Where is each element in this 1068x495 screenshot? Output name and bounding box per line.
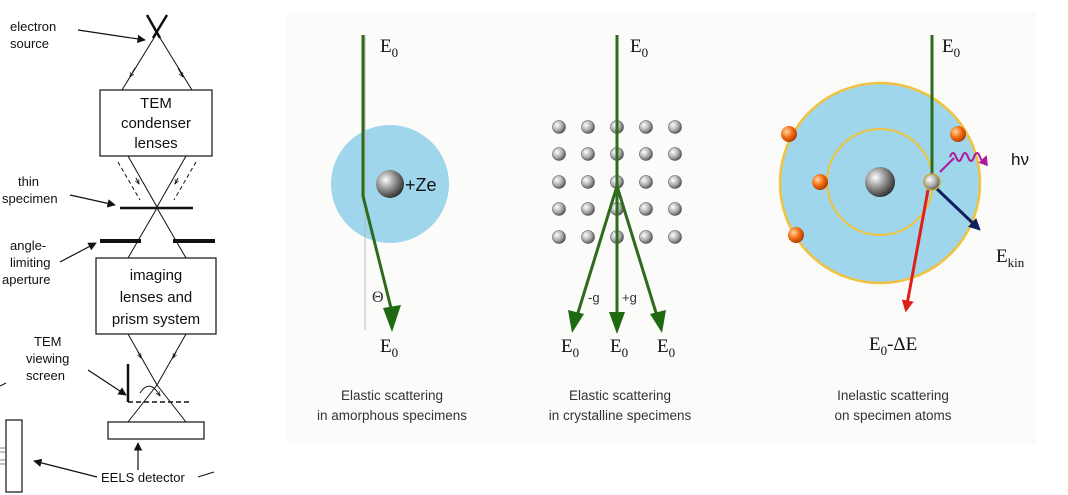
thin-specimen-label: thin: [18, 174, 39, 189]
lattice-atom: [581, 230, 595, 244]
viewing-screen: [126, 364, 190, 403]
thin-specimen-label-line2: specimen: [2, 191, 58, 206]
pointer-tail: [197, 471, 215, 478]
caption-line1: Inelastic scattering: [837, 388, 949, 403]
viewing-screen-label: TEM: [34, 334, 61, 349]
lattice-atom: [581, 202, 595, 216]
pointer-arrow: [33, 458, 98, 478]
orbital-electron-icon: [950, 126, 966, 142]
lattice-atom: [668, 120, 682, 134]
aperture-label-line2: limiting: [10, 255, 50, 270]
lattice-atom: [639, 202, 653, 216]
converging-rays: [117, 155, 197, 208]
caption-line2: in amorphous specimens: [317, 408, 467, 423]
condenser-box-label-line3: lenses: [134, 135, 177, 152]
incident-energy-label: E0: [630, 36, 648, 60]
lattice-atom: [581, 120, 595, 134]
condenser-box-label: TEM: [140, 95, 172, 112]
aperture-label-line3: aperture: [2, 272, 50, 287]
lattice-atom: [552, 175, 566, 189]
diffracted-plus-arrowhead: [650, 310, 666, 333]
pointer-arrow: [77, 29, 146, 44]
scattering-angle-label: Θ: [372, 289, 384, 306]
lattice-atom: [668, 202, 682, 216]
crystal-lattice: [552, 120, 682, 244]
beam-rays: [121, 32, 193, 91]
ejected-electron-label: Ekin: [996, 246, 1025, 270]
condenser-lens-box: [99, 89, 213, 157]
nucleus-charge-label: +Ze: [405, 175, 437, 195]
eels-setup-schematic: electron source TEM condenser lenses thi…: [0, 14, 217, 493]
exit-energy-label-3: E0: [657, 336, 675, 360]
caption-line2: in crystalline specimens: [549, 408, 692, 423]
nucleus-icon: [376, 170, 404, 198]
lattice-atom: [639, 230, 653, 244]
lattice-atom: [552, 147, 566, 161]
eels-detector-label: EELS detector: [101, 470, 185, 485]
lattice-atom: [668, 230, 682, 244]
side-detector-marks: [0, 447, 6, 465]
imaging-box-label-line3: prism system: [112, 311, 200, 328]
pointer-arrow: [59, 242, 97, 263]
energy-loss-label: E0-ΔE: [869, 334, 917, 358]
lattice-atom: [639, 120, 653, 134]
exit-energy-label-2: E0: [610, 336, 628, 360]
incident-energy-label: E0: [380, 36, 398, 60]
lattice-atom: [639, 147, 653, 161]
edge-tick: [0, 382, 7, 387]
electron-source-icon: [145, 14, 169, 39]
transmitted-arrowhead: [609, 312, 625, 334]
photon-wave: [949, 152, 988, 167]
beam-path: [361, 35, 394, 313]
electron-source-label: electron: [10, 19, 56, 34]
panel-crystalline: E0 -g +g E0 E0 E0 Elastic scattering in …: [549, 35, 692, 423]
beam-arrowhead: [383, 305, 401, 332]
output-rays: [127, 333, 187, 423]
imaging-lens-box: [95, 257, 217, 335]
condenser-box-label-line2: condenser: [121, 115, 191, 132]
lattice-atom: [581, 175, 595, 189]
exit-energy-label: E0: [380, 336, 398, 360]
aperture-label: angle-: [10, 238, 46, 253]
lattice-atom: [581, 147, 595, 161]
pointer-arrow: [87, 369, 127, 396]
orbital-electron-icon: [781, 126, 797, 142]
photon-label: hν: [1011, 150, 1029, 169]
energy-loss-beam: [901, 189, 930, 313]
lattice-atom: [668, 175, 682, 189]
ejected-electron-arrow: [935, 187, 981, 231]
lattice-atom: [552, 120, 566, 134]
viewing-screen-label-line3: screen: [26, 368, 65, 383]
photon-emission-line: [939, 157, 955, 173]
viewing-screen-label-line2: viewing: [26, 351, 69, 366]
eels-detector-box: [107, 421, 205, 440]
minus-g-label: -g: [588, 290, 600, 305]
imaging-box-label: imaging: [130, 267, 183, 284]
caption-line1: Elastic scattering: [569, 388, 671, 403]
scattering-electron-icon: [923, 173, 941, 191]
panel-inelastic: E0 hν Ekin E0-ΔE Inelastic scattering on…: [778, 35, 1029, 423]
lattice-atom: [668, 147, 682, 161]
lattice-atom: [639, 175, 653, 189]
diffracted-beam-minus: [575, 185, 619, 317]
diverging-rays: [127, 207, 187, 259]
plus-g-label: +g: [622, 290, 637, 305]
orbital-electron-icon: [788, 227, 804, 243]
caption-line2: on specimen atoms: [834, 408, 951, 423]
lattice-atom: [552, 202, 566, 216]
pointer-arrow: [69, 194, 116, 208]
diffracted-minus-arrowhead: [568, 310, 584, 333]
orbital-electron-icon: [812, 174, 828, 190]
exit-energy-label-1: E0: [561, 336, 579, 360]
nucleus-icon: [865, 167, 895, 197]
incident-energy-label: E0: [942, 36, 960, 60]
caption-line1: Elastic scattering: [341, 388, 443, 403]
lattice-atom: [552, 230, 566, 244]
side-detector: [5, 419, 23, 493]
imaging-box-label-line2: lenses and: [120, 289, 193, 306]
diffracted-beam-plus: [615, 185, 659, 317]
electron-source-label-line2: source: [10, 36, 49, 51]
